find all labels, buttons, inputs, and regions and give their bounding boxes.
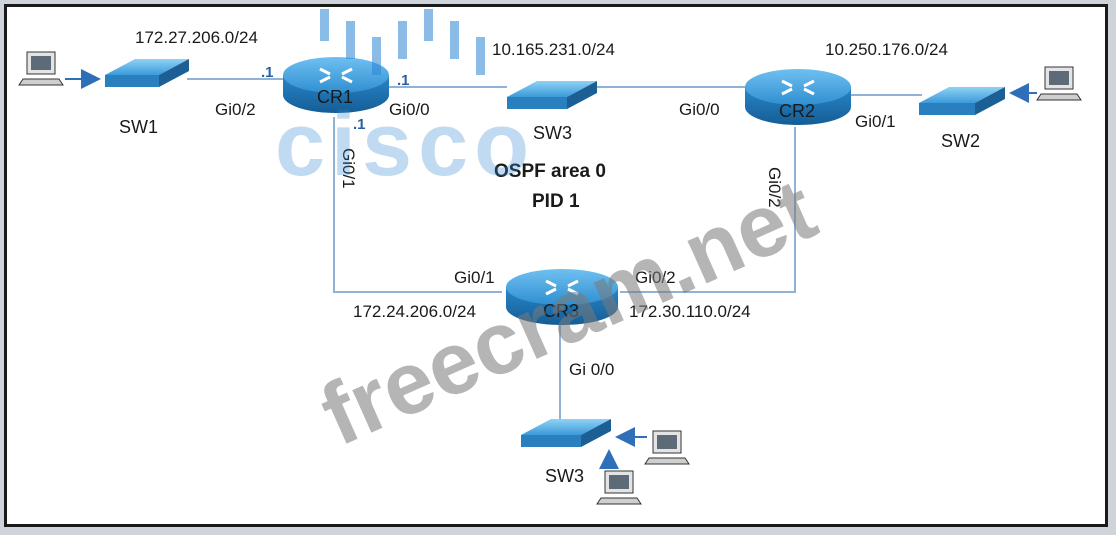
device-label-cr1: CR1 — [317, 87, 353, 107]
if-label-cr3-gi02: Gi0/2 — [635, 268, 676, 287]
pc-sw3-a[interactable] — [615, 427, 690, 465]
net-label-sw2: 10.250.176.0/24 — [825, 40, 948, 59]
switch-sw2[interactable] — [919, 87, 1005, 115]
net-label-cr3-left: 172.24.206.0/24 — [353, 302, 476, 321]
pc-sw2[interactable] — [1009, 66, 1082, 103]
ospf-pid-label: PID 1 — [532, 191, 580, 212]
pc-sw3-b[interactable] — [596, 449, 642, 505]
if-label-cr3-gi00: Gi 0/0 — [569, 360, 614, 379]
device-label-sw3-bottom: SW3 — [545, 466, 584, 486]
router-cr3[interactable] — [506, 269, 618, 325]
link-cr1-cr3 — [333, 117, 502, 293]
router-cr2[interactable] — [745, 69, 851, 125]
router-cr1[interactable] — [283, 57, 389, 113]
switch-sw1[interactable] — [105, 59, 189, 87]
device-label-sw2: SW2 — [941, 131, 980, 151]
if-label-cr1-gi02: Gi0/2 — [215, 100, 256, 119]
host-id-cr1-bottom: .1 — [353, 116, 366, 133]
if-label-cr2-gi00: Gi0/0 — [679, 100, 720, 119]
cisco-watermark: cisco — [275, 9, 535, 195]
if-label-cr2-gi01: Gi0/1 — [855, 112, 896, 131]
net-label-sw3-top: 10.165.231.0/24 — [492, 40, 615, 59]
device-label-sw1: SW1 — [119, 117, 158, 137]
device-label-cr3: CR3 — [543, 301, 579, 321]
watermark-brand: cisco — [275, 95, 535, 195]
device-label-sw3-top: SW3 — [533, 123, 572, 143]
link-cr2-cr3 — [620, 127, 796, 293]
switch-sw3-bottom[interactable] — [521, 419, 611, 447]
diagram-frame: 172.27.206.0/24 10.165.231.0/24 10.250.1… — [4, 4, 1108, 527]
net-label-sw1: 172.27.206.0/24 — [135, 28, 258, 47]
if-label-cr1-gi00: Gi0/0 — [389, 100, 430, 119]
host-id-cr1-right: .1 — [397, 72, 410, 89]
if-label-cr2-gi02: Gi0/2 — [765, 167, 784, 208]
ospf-area-label: OSPF area 0 — [494, 161, 606, 182]
switch-sw3-top[interactable] — [507, 81, 597, 109]
links — [187, 78, 922, 419]
if-label-cr3-gi01: Gi0/1 — [454, 268, 495, 287]
host-id-cr1-left: .1 — [261, 64, 274, 81]
if-label-cr1-gi01: Gi0/1 — [339, 148, 358, 189]
device-label-cr2: CR2 — [779, 101, 815, 121]
network-diagram: 172.27.206.0/24 10.165.231.0/24 10.250.1… — [18, 9, 1082, 505]
pc-sw1[interactable] — [18, 51, 101, 89]
net-label-cr3-right: 172.30.110.0/24 — [629, 302, 751, 321]
